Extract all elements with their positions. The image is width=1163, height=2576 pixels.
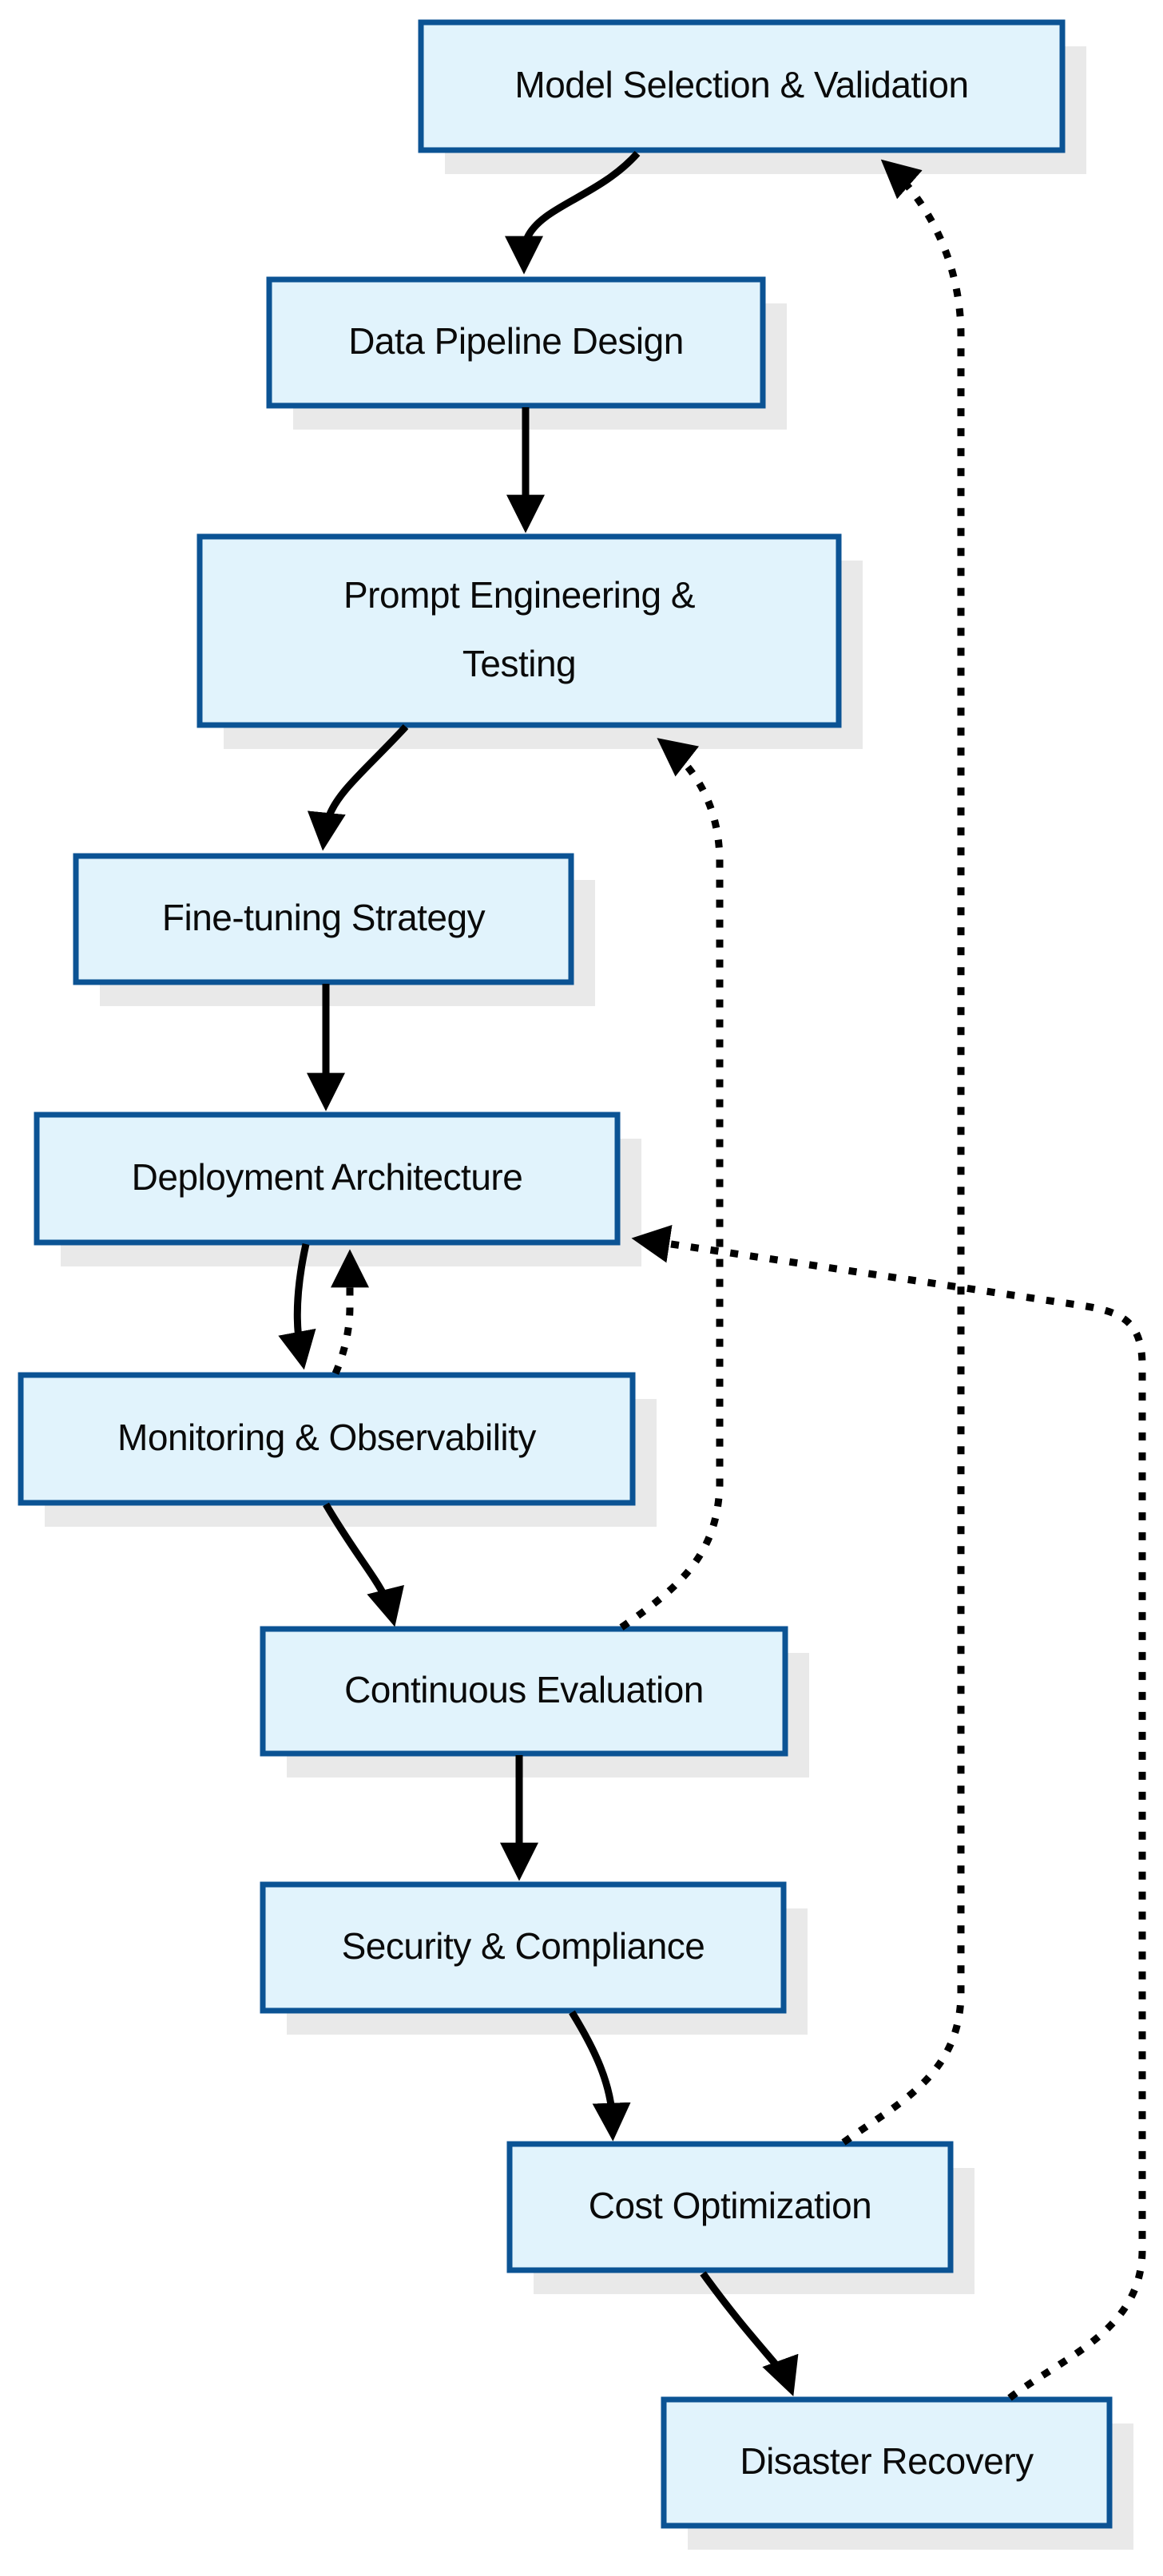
node-label-line: Deployment Architecture [132,1156,523,1198]
node-model-selection: Model Selection & Validation [418,19,1086,174]
node-label-fine-tuning: Fine-tuning Strategy [162,897,486,938]
edge-disaster-recovery-to-deployment [631,1224,1146,2401]
edges-layer [278,151,1146,2401]
node-label-line: Monitoring & Observability [117,1417,536,1458]
node-cost-optimization: Cost Optimization [506,2141,974,2294]
node-box-cost-optimization [506,2141,954,2273]
edge-monitoring-to-continuous-evaluation [323,1502,404,1627]
node-label-line: Security & Compliance [342,1925,705,1967]
edge-cost-optimization-to-disaster-recovery [700,2271,799,2397]
edge-cost-optimization-to-model-selection [841,159,965,2146]
node-box-security-compliance [260,1881,787,2014]
node-box-deployment [34,1112,621,1246]
node-box-continuous-evaluation [260,1626,788,1757]
node-label-line: Testing [462,643,576,684]
node-box-disaster-recovery [661,2396,1113,2529]
edge-model-selection-to-data-pipeline [505,151,641,275]
node-label-line: Disaster Recovery [740,2440,1034,2482]
node-box-prompt-engineering [196,533,842,728]
edge-monitoring-to-deployment [331,1249,369,1375]
node-label-prompt-engineering: Prompt Engineering & Testing [343,574,695,684]
node-label-continuous-evaluation: Continuous Evaluation [344,1669,704,1710]
node-label-line: Prompt Engineering & [343,574,695,616]
node-disaster-recovery: Disaster Recovery [661,2396,1133,2550]
node-label-line: Model Selection & Validation [514,64,968,105]
node-fine-tuning: Fine-tuning Strategy [73,853,595,1006]
edge-security-compliance-to-cost-optimization [569,2010,631,2142]
node-deployment: Deployment Architecture [34,1112,641,1266]
node-label-line: Data Pipeline Design [348,320,684,362]
edge-deployment-to-monitoring [278,1243,316,1370]
node-box-data-pipeline [266,276,766,409]
node-label-deployment: Deployment Architecture [132,1156,523,1198]
node-label-line: Fine-tuning Strategy [162,897,486,938]
node-label-line: Continuous Evaluation [344,1669,704,1710]
node-continuous-evaluation: Continuous Evaluation [260,1626,809,1777]
edge-continuous-evaluation-to-prompt-engineering [619,738,724,1631]
node-box-monitoring [18,1372,636,1506]
node-label-model-selection: Model Selection & Validation [514,64,968,105]
node-label-line: Cost Optimization [589,2185,872,2226]
node-label-security-compliance: Security & Compliance [342,1925,705,1967]
node-prompt-engineering: Prompt Engineering & Testing [196,533,863,749]
node-box-fine-tuning [73,853,574,985]
edge-prompt-engineering-to-fine-tuning [307,723,409,851]
node-data-pipeline: Data Pipeline Design [266,276,787,430]
node-label-disaster-recovery: Disaster Recovery [740,2440,1034,2482]
node-box-model-selection [418,19,1066,153]
node-label-monitoring: Monitoring & Observability [117,1417,536,1458]
node-security-compliance: Security & Compliance [260,1881,808,2035]
node-monitoring: Monitoring & Observability [18,1372,657,1527]
node-label-cost-optimization: Cost Optimization [589,2185,872,2226]
node-label-data-pipeline: Data Pipeline Design [348,320,684,362]
